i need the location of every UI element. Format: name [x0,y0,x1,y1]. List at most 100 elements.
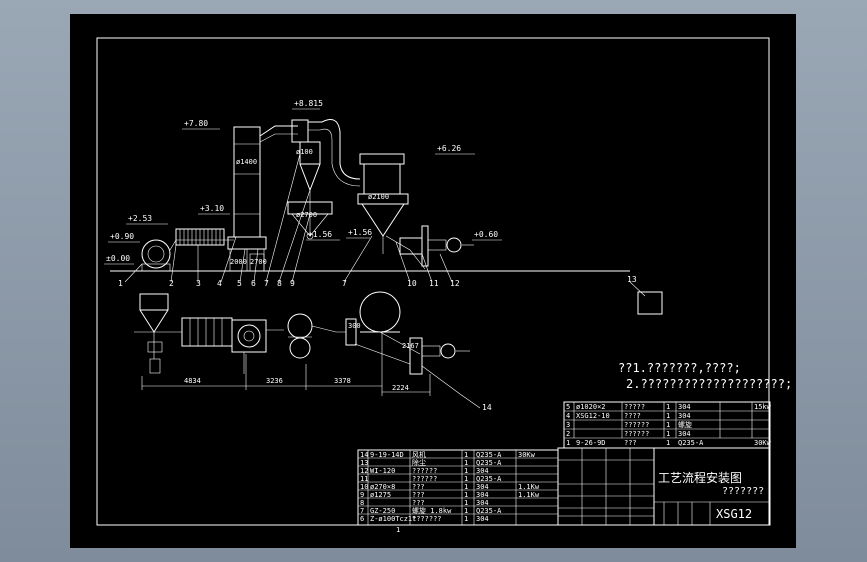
callout-11: 11 [429,279,439,288]
callout-12: 12 [450,279,460,288]
parts-cell-note: 30Kw [518,451,536,459]
callout-7b: 7 [342,279,347,288]
parts-cell-no: 14 [360,451,368,459]
parts-cell-material: 304 [476,483,489,491]
parts-cell-material: Q235-A [476,475,502,483]
parts-cell-material: Q235-A [476,507,502,515]
callout-3: 3 [196,279,201,288]
elev-626: +6.26 [437,144,461,153]
parts-cell-no: 1 [566,439,570,447]
dim-3378: 3378 [334,377,351,385]
parts-cell-material: 304 [678,403,691,411]
parts-cell-material: 304 [476,499,489,507]
parts-cell-name: ??????? [412,515,442,523]
parts-cell-code: ø1020×2 [576,403,606,411]
process-flow-diagram: +8.815 +7.80 +6.26 +3.10 +2.53 +0.90 ±0.… [96,37,792,534]
parts-cell-qty: 1 [464,515,468,523]
dim-h2700: 2700 [250,258,267,266]
parts-cell-no: 6 [360,515,364,523]
parts-cell-material: 304 [678,412,691,420]
elev-156-a: +1.56 [308,230,332,239]
elev-253: +2.53 [128,214,152,223]
parts-cell-qty: 1 [464,451,468,459]
parts-cell-name: ?????? [624,421,649,429]
dimension-lines [141,332,431,396]
parts-cell-qty: 1 [666,430,670,438]
parts-cell-qty: 1 [464,459,468,467]
parts-cell-name: ????? [624,403,645,411]
dim-300: 300 [348,322,361,330]
dim-3236: 3236 [266,377,283,385]
parts-cell-material: Q235-A [476,459,502,467]
parts-cell-material: 304 [476,515,489,523]
parts-cell-material: 304 [476,467,489,475]
parts-cell-qty: 1 [464,467,468,475]
parts-cell-no: 5 [566,403,570,411]
sheet-marker: 1 [396,526,400,534]
parts-cell-qty: 1 [666,412,670,420]
parts-cell-name: ??? [412,499,425,507]
callout-4: 4 [217,279,222,288]
parts-cell-name: ???? [624,412,641,420]
dust-box-13 [637,291,663,315]
dim-phi2700: ø2700 [296,211,317,219]
elev-000: ±0.00 [106,254,130,263]
parts-cell-material: Q235-A [678,439,704,447]
callout-2: 2 [169,279,174,288]
parts-cell-no: 8 [360,499,364,507]
callout-8: 8 [277,279,282,288]
parts-cell-note: 1.1Kw [518,491,540,499]
parts-cell-no: 12 [360,467,368,475]
parts-cell-no: 13 [360,459,368,467]
callout-leaders-top [124,153,453,283]
elev-156-b: +1.56 [348,228,372,237]
parts-cell-name: ?????? [412,467,437,475]
dim-phi100: ø100 [296,148,313,156]
drawing-sheet: +8.815 +7.80 +6.26 +3.10 +2.53 +0.90 ±0.… [70,14,796,548]
air-heater [169,228,234,251]
parts-cell-material: 304 [678,430,691,438]
callout-10: 10 [407,279,417,288]
parts-cell-no: 9 [360,491,364,499]
dim-phi2100: ø2100 [368,193,389,201]
dim-2224: 2224 [392,384,409,392]
note-line-1: ??1.???????,????; [618,361,741,375]
elevation-marks [104,108,502,265]
title-text: 工艺流程安装图 [658,470,742,485]
parts-cell-note: 15kw [754,403,772,411]
title-block-frame [557,447,771,526]
dim-2167: 2167 [402,342,419,350]
callout-13: 13 [627,275,637,284]
parts-cell-material: 螺旋 [678,420,692,429]
dim-4834: 4834 [184,377,201,385]
parts-cell-name: ?????? [624,430,649,438]
plan-view [134,291,481,409]
drawing-number: XSG12 [716,507,752,521]
callout-5: 5 [237,279,242,288]
parts-cell-no: 3 [566,421,570,429]
parts-cell-no: 4 [566,412,570,420]
parts-cell-name: ?????? [412,475,437,483]
dim-h2000: 2000 [230,258,247,266]
elev-310: +3.10 [200,204,224,213]
parts-cell-qty: 1 [666,421,670,429]
elev-090: +0.90 [110,232,134,241]
fan-1 [141,239,171,272]
parts-cell-qty: 1 [666,439,670,447]
parts-cell-code: ø270×8 [370,483,395,491]
transfer-pipe [308,119,361,180]
elev-780: +7.80 [184,119,208,128]
parts-cell-qty: 1 [464,475,468,483]
parts-cell-material: Q235-A [476,451,502,459]
parts-cell-qty: 1 [464,491,468,499]
callout-6: 6 [251,279,256,288]
parts-cell-no: 11 [360,475,368,483]
discharge-fan [385,225,474,270]
parts-cell-name: 除尘 [412,458,426,467]
parts-cell-material: 304 [476,491,489,499]
parts-cell-qty: 1 [464,499,468,507]
elev-060: +0.60 [474,230,498,239]
parts-cell-name: 螺旋 1.8kw [412,506,452,515]
parts-cell-code: 9-26-9D [576,439,606,447]
